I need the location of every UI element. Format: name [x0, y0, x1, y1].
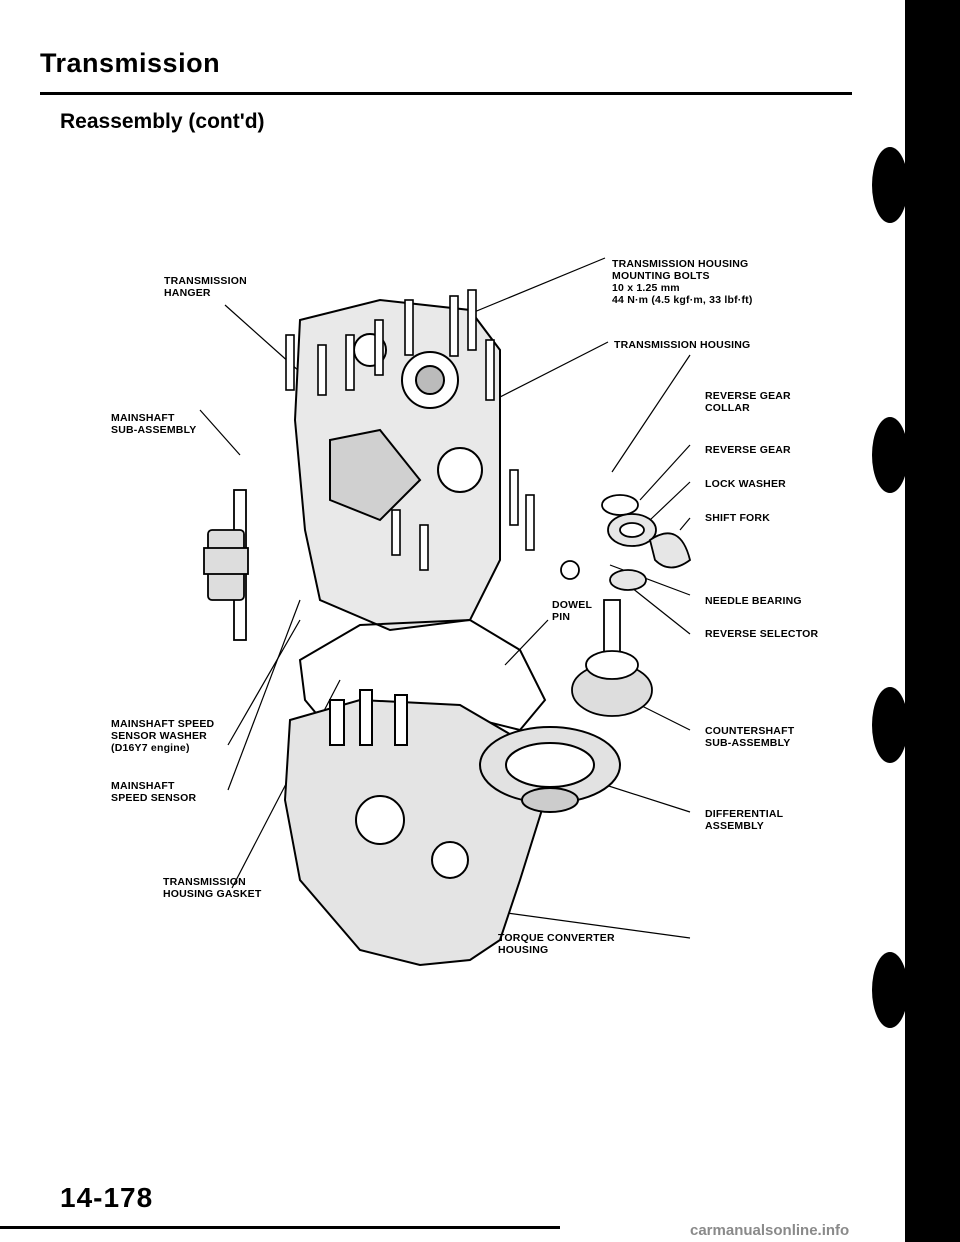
page-number: 14-178 [60, 1182, 154, 1213]
label-housing-gasket: TRANSMISSION HOUSING GASKET [163, 876, 262, 900]
label-needle-bearing: NEEDLE BEARING [705, 595, 802, 607]
mainshaft-drawing [203, 489, 249, 641]
page-edge-tabs [872, 0, 960, 1242]
header-rule [40, 92, 852, 95]
label-transmission-housing: TRANSMISSION HOUSING [614, 339, 751, 351]
page-title: Transmission [40, 48, 221, 78]
label-differential-assembly: DIFFERENTIAL ASSEMBLY [705, 808, 784, 832]
torque-converter-housing-drawing [283, 689, 547, 967]
label-reverse-selector: REVERSE SELECTOR [705, 628, 819, 640]
countershaft-drawing [571, 599, 653, 717]
label-mainshaft-sub-assembly: MAINSHAFT SUB-ASSEMBLY [111, 412, 197, 436]
footer-rule [0, 1226, 560, 1229]
watermark: carmanualsonline.info [690, 1222, 850, 1239]
label-reverse-gear-collar: REVERSE GEAR COLLAR [705, 390, 791, 414]
label-mounting-bolts: TRANSMISSION HOUSING MOUNTING BOLTS 10 x… [612, 258, 753, 306]
label-lock-washer: LOCK WASHER [705, 478, 786, 490]
label-torque-converter-housing: TORQUE CONVERTER HOUSING [498, 932, 615, 956]
label-mainshaft-speed-sensor: MAINSHAFT SPEED SENSOR [111, 780, 197, 804]
mounting-bolts-drawing [285, 289, 535, 571]
section-subtitle: Reassembly (cont'd) [60, 110, 265, 133]
reverse-gear-parts-drawing [560, 494, 692, 591]
differential-drawing [479, 726, 621, 813]
label-speed-sensor-washer: MAINSHAFT SPEED SENSOR WASHER (D16Y7 eng… [111, 718, 215, 754]
label-transmission-hanger: TRANSMISSION HANGER [164, 275, 247, 299]
label-countershaft-sub-assembly: COUNTERSHAFT SUB-ASSEMBLY [705, 725, 795, 749]
label-dowel-pin: DOWEL PIN [552, 599, 593, 623]
label-reverse-gear: REVERSE GEAR [705, 444, 791, 456]
label-shift-fork: SHIFT FORK [705, 512, 770, 524]
